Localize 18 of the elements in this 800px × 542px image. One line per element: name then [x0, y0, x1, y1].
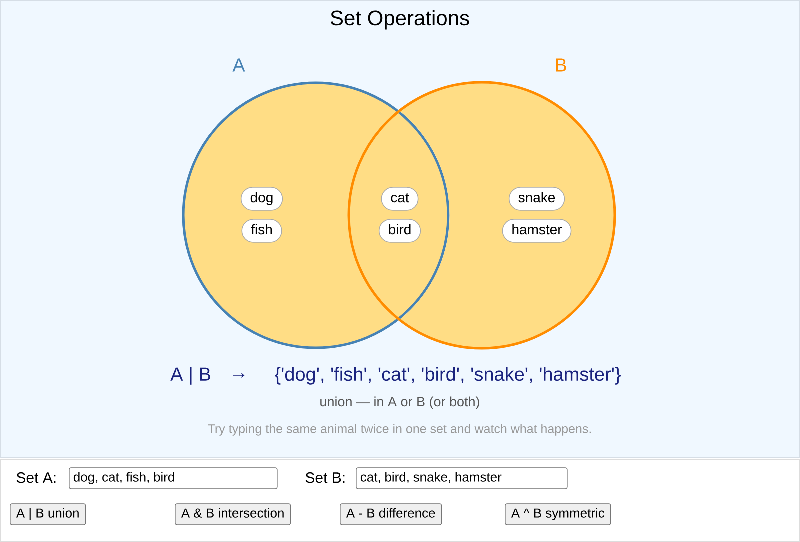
set-label: B — [556, 58, 566, 72]
input-label: Set A: — [16, 472, 56, 484]
input-field: cat, bird, snake, hamster — [356, 468, 568, 490]
operation-button: A - B difference — [340, 504, 442, 526]
expression: A | B — [170, 367, 210, 385]
operation-button: A & B intersection — [175, 504, 292, 526]
item-pill: hamster — [502, 219, 572, 243]
operation-button: A ^ B symmetric — [505, 504, 612, 526]
input-label: Set B: — [306, 472, 345, 484]
input-field: dog, cat, fish, bird — [69, 468, 278, 490]
set-label: A — [232, 58, 246, 72]
title: Set Operations — [330, 10, 470, 30]
hint-text: Try typing the same animal twice in one set and watch what happens. — [208, 424, 592, 436]
result-set: {'dog', 'fish', 'cat', 'bird', 'snake', 'hamster'} — [275, 367, 621, 385]
description: union — in A or B (or both) — [320, 396, 480, 410]
item-pill: snake — [508, 187, 566, 211]
operation-button: A | B union — [10, 504, 86, 526]
arrow-sign: → — [233, 373, 245, 378]
